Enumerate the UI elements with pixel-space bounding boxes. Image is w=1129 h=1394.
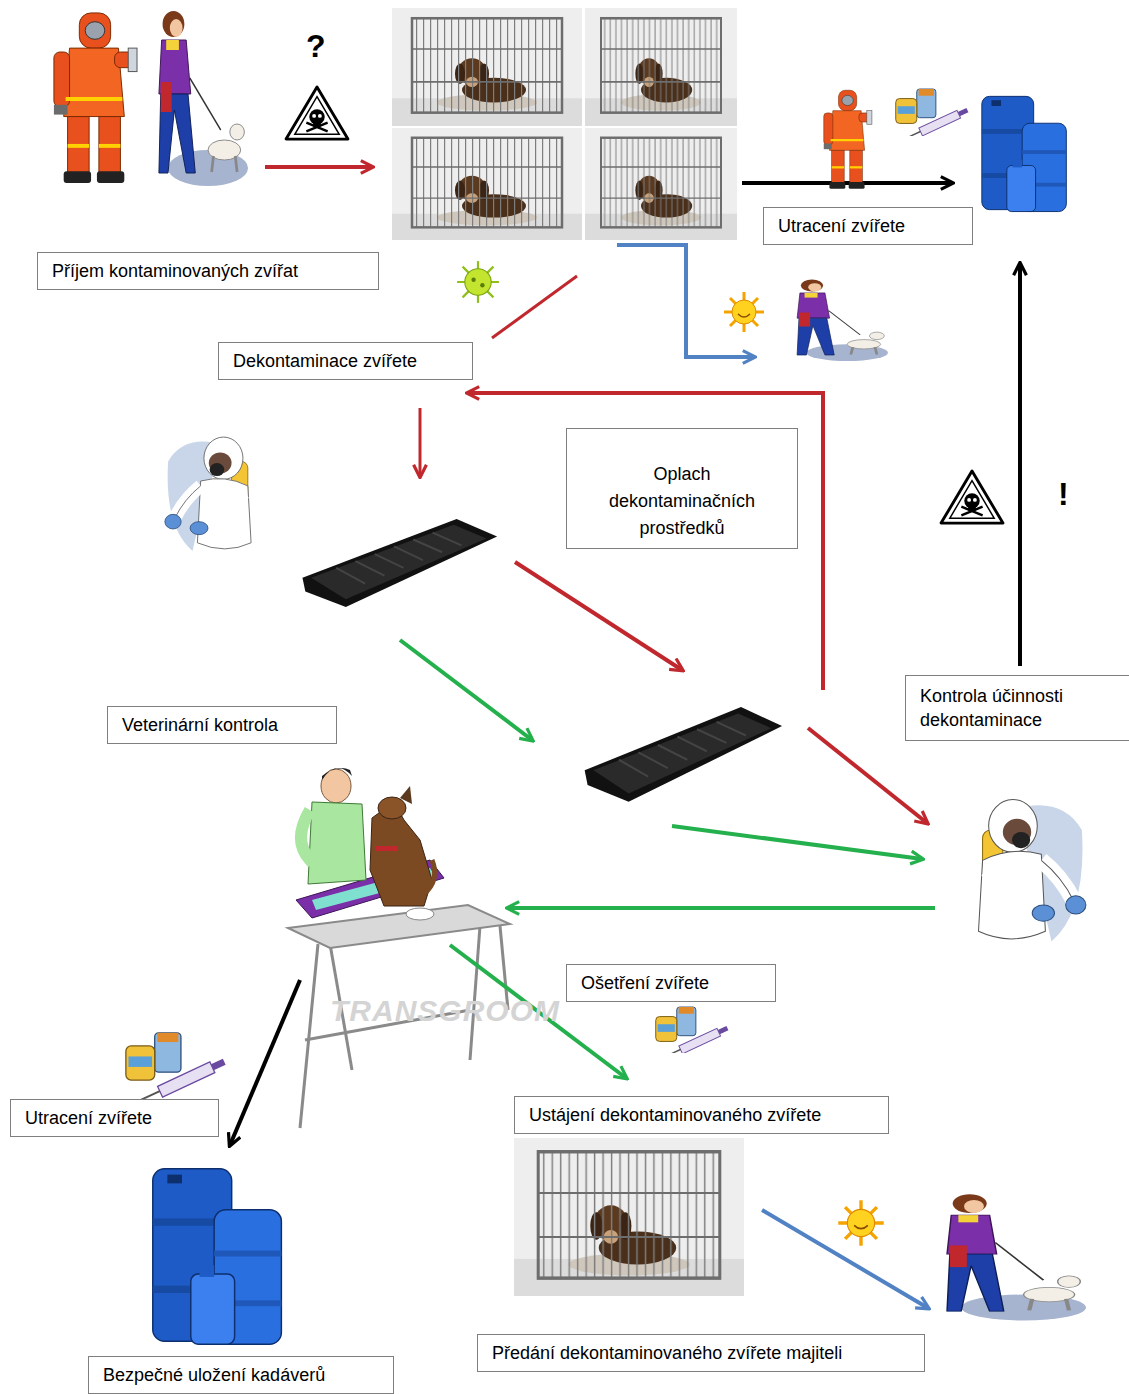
cage-photo xyxy=(514,1138,744,1296)
step-box: Kontrola účinnosti dekontaminace xyxy=(905,675,1129,741)
syringe-icon xyxy=(126,1033,227,1108)
step-box: Utracení zvířete xyxy=(10,1099,219,1137)
tray-icon xyxy=(585,707,782,802)
hazard-symbol xyxy=(941,471,1003,523)
step-box: Dekontaminace zvířete xyxy=(218,342,473,380)
owner-figure xyxy=(797,279,888,361)
virus-icon xyxy=(457,261,499,303)
hazmat-figure xyxy=(54,13,137,183)
flow-arrow xyxy=(468,393,823,690)
question-mark: ? xyxy=(306,28,326,65)
step-label: Dekontaminace zvířete xyxy=(233,349,458,373)
step-label: Kontrola účinnosti dekontaminace xyxy=(920,684,1115,732)
step-label: Veterinární kontrola xyxy=(122,713,322,737)
step-label: Ustájení dekontaminovaného zvířete xyxy=(529,1103,874,1127)
exclamation-mark: ! xyxy=(1058,476,1069,513)
decon-worker xyxy=(979,800,1086,942)
barrels-icon xyxy=(982,96,1066,211)
step-box: Utracení zvířete xyxy=(763,207,973,245)
cage-photo xyxy=(392,128,582,240)
syringe-icon xyxy=(896,89,970,144)
sun-icon xyxy=(724,292,764,332)
flow-arrow xyxy=(230,980,300,1145)
owner-figure xyxy=(947,1194,1086,1320)
flow-arrow xyxy=(808,728,927,823)
tray-icon xyxy=(302,519,497,607)
flow-arrow xyxy=(1018,264,1022,666)
cage-photo xyxy=(585,128,737,240)
flow-arrow xyxy=(672,826,922,859)
flow-arrow xyxy=(742,181,952,185)
flow-arrow xyxy=(508,906,935,910)
step-label: Ošetření zvířete xyxy=(581,971,761,995)
step-label: Příjem kontaminovaných zvířat xyxy=(52,259,364,283)
decon-worker xyxy=(165,437,251,551)
step-label: Utracení zvířete xyxy=(778,214,958,238)
cage-photo xyxy=(392,8,582,126)
step-box: Oplach dekontaminačních prostředků xyxy=(566,428,798,549)
step-box: Předání dekontaminovaného zvířete majite… xyxy=(477,1334,925,1372)
step-label: Bezpečné uložení kadáverů xyxy=(103,1363,379,1387)
hazmat-figure xyxy=(824,90,872,189)
step-label: Oplach dekontaminačních prostředků xyxy=(581,461,783,542)
sun-icon xyxy=(838,1200,883,1245)
cage-photo xyxy=(585,8,737,126)
step-box: Ošetření zvířete xyxy=(566,964,776,1002)
watermark: TRANSGROOM xyxy=(330,994,560,1028)
hazard-symbol xyxy=(286,87,348,139)
step-box: Příjem kontaminovaných zvířat xyxy=(37,252,379,290)
owner-figure xyxy=(159,11,248,186)
barrels-icon xyxy=(153,1169,282,1344)
flow-arrow xyxy=(400,640,532,740)
flow-arrow xyxy=(265,165,372,169)
vet-illustration xyxy=(288,768,510,1128)
flow-line xyxy=(492,276,577,338)
step-label: Předání dekontaminovaného zvířete majite… xyxy=(492,1341,910,1365)
step-label: Utracení zvířete xyxy=(25,1106,204,1130)
flow-arrow xyxy=(419,408,422,476)
step-box: Veterinární kontrola xyxy=(107,706,337,744)
flow-arrow xyxy=(515,562,682,670)
step-box: Ustájení dekontaminovaného zvířete xyxy=(514,1096,889,1134)
syringe-icon xyxy=(656,1007,730,1062)
step-box: Bezpečné uložení kadáverů xyxy=(88,1356,394,1394)
